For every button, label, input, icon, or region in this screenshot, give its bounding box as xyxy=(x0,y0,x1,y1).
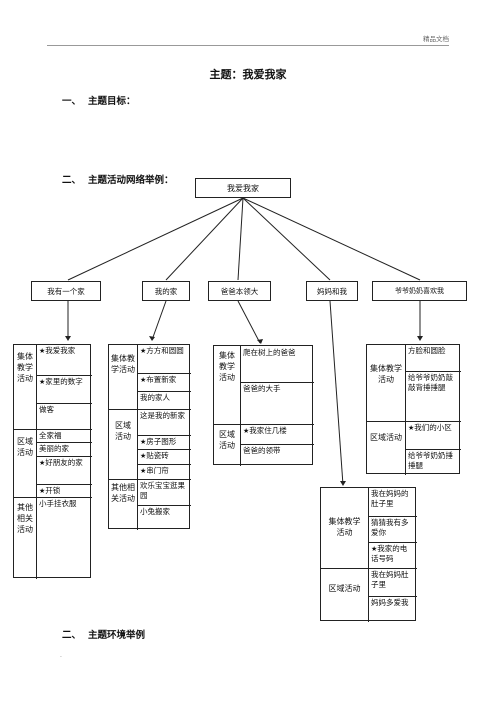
t5-item-1: 方脸和圆脸 xyxy=(405,345,461,371)
section2-num: 二、 xyxy=(62,175,82,186)
activity-table-3: 集体教学活动 区域活动 爬在树上的爸爸 爸爸的大手 我家住几楼 爸爸的领带 xyxy=(213,345,314,466)
page-title: 主题：我爱我家 xyxy=(209,68,287,81)
t2-category-other: 其他相关活动 xyxy=(109,479,137,530)
t4-category-collective: 集体教学活动 xyxy=(328,517,361,537)
section3-num: 二、 xyxy=(62,630,82,641)
t3-category-collective: 集体教学活动 xyxy=(219,351,235,382)
t1-category-other: 其他相关活动 xyxy=(14,497,36,579)
section1-num: 一、 xyxy=(62,96,82,107)
t2-item-9: 小兔搬家 xyxy=(137,505,191,530)
t2-item-6: 贴瓷砖 xyxy=(137,449,191,464)
t3-category-area: 区域活动 xyxy=(214,424,240,466)
t1-item-6: 好朋友的家 xyxy=(36,456,92,484)
t3-item-3: 我家住几楼 xyxy=(240,424,314,444)
t2-category-collective: 集体教学活动 xyxy=(111,354,135,374)
t5-item-2: 给爷爷奶奶敲敲背捶捶腿 xyxy=(405,371,461,421)
t1-category-area: 区域活动 xyxy=(14,429,36,497)
t2-item-7: 串门帘 xyxy=(137,464,191,479)
branch-node-3: 爸爸本领大 xyxy=(208,281,271,301)
t3-item-2: 爸爸的大手 xyxy=(240,382,314,424)
t4-item-1: 我在妈妈的肚子里 xyxy=(368,488,417,516)
t1-item-4: 全家福 xyxy=(36,429,92,442)
t2-item-1: 方方和圆圆 xyxy=(137,345,191,373)
header-divider xyxy=(47,45,449,46)
t3-item-4: 爸爸的领带 xyxy=(240,444,314,466)
t1-item-5: 美丽的家 xyxy=(36,442,92,456)
branch-node-1: 我有一个家 xyxy=(31,281,101,301)
section2-title: 主题活动网络举例： xyxy=(88,175,174,186)
t4-category-area: 区域活动 xyxy=(321,568,368,622)
root-node: 我爱我家 xyxy=(195,178,291,198)
t5-category-area: 区域活动 xyxy=(367,421,405,475)
t1-item-8: 小手挂衣服 xyxy=(36,497,92,579)
t2-item-4: 这是我的新家 xyxy=(137,409,191,435)
t2-item-2: 布置新家 xyxy=(137,373,191,391)
t5-item-3: 我们的小区 xyxy=(405,421,461,449)
t1-item-1: 我爱我家 xyxy=(36,345,92,375)
branch-node-5: 爷爷奶奶喜欢我 xyxy=(372,281,467,301)
activity-table-2: 集体教学活动 区域活动 其他相关活动 方方和圆圆 布置新家 我的家人 这是我的新… xyxy=(108,344,191,530)
t4-item-2: 猜猜我有多爱你 xyxy=(368,516,417,542)
t2-item-8: 欢乐宝宝逛果园 xyxy=(137,479,191,505)
t4-item-3: 我家的电话号码 xyxy=(369,543,416,568)
t5-item-4: 给爷爷奶奶捶捶腿 xyxy=(405,449,461,475)
t4-item-5: 妈妈多爱我 xyxy=(368,596,417,622)
footer-dot: . xyxy=(60,652,62,659)
t2-item-5: 房子图形 xyxy=(137,435,191,449)
t1-item-7: 开锁 xyxy=(36,484,92,497)
section3-title: 主题环境举例 xyxy=(88,630,146,641)
t1-item-3: 做客 xyxy=(36,403,92,429)
t2-category-area: 区域活动 xyxy=(109,409,137,479)
t1-item-2: 家里的数字 xyxy=(36,375,92,403)
activity-table-4: 集体教学活动 区域活动 我在妈妈的肚子里 猜猜我有多爱你 我家的电话号码 我在妈… xyxy=(320,487,417,622)
branch-node-4: 妈妈和我 xyxy=(306,281,358,301)
header-label: 精品文档 xyxy=(423,35,449,43)
activity-table-5: 集体教学活动 区域活动 方脸和圆脸 给爷爷奶奶敲敲背捶捶腿 我们的小区 给爷爷奶… xyxy=(366,344,461,475)
section1-title: 主题目标： xyxy=(88,96,136,107)
t1-category-collective: 集体教学活动 xyxy=(17,352,33,383)
t3-item-1: 爬在树上的爸爸 xyxy=(240,346,314,382)
t5-category-collective: 集体教学活动 xyxy=(370,364,402,384)
branch-node-2: 我的家 xyxy=(142,281,190,301)
t4-item-4: 我在妈妈肚子里 xyxy=(368,568,417,596)
activity-table-1: 集体教学活动 区域活动 其他相关活动 我爱我家 家里的数字 做客 全家福 美丽的… xyxy=(13,344,92,579)
t2-item-3: 我的家人 xyxy=(137,391,191,409)
